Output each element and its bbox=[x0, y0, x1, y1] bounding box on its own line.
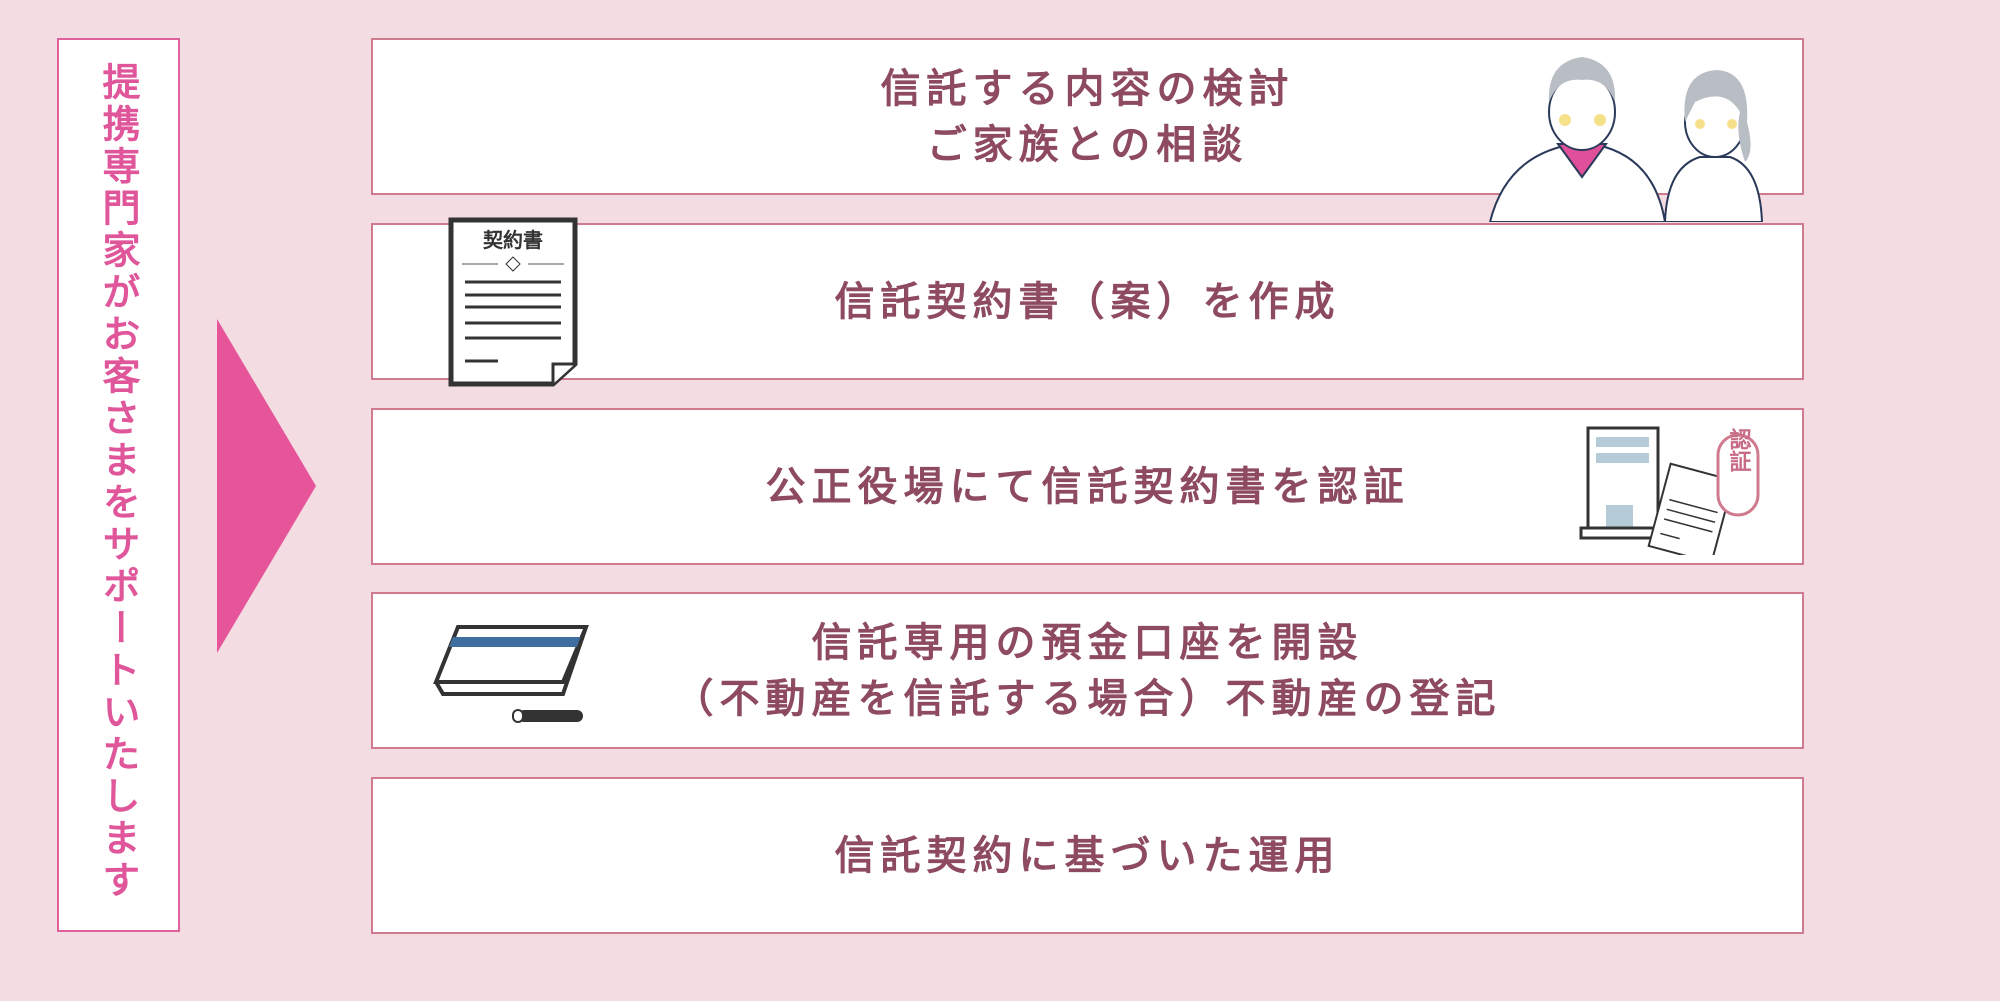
step-3: 公正役場にて信託契約書を認証 bbox=[371, 408, 1804, 565]
step-2-line-1: 信託契約書（案）を作成 bbox=[834, 278, 1341, 325]
step-1-line-1: 信託する内容の検討 bbox=[880, 65, 1295, 112]
step-1-line-2: ご家族との相談 bbox=[926, 121, 1249, 168]
step-5: 信託契約に基づいた運用 bbox=[371, 777, 1804, 934]
step-2: 信託契約書（案）を作成 bbox=[371, 223, 1804, 380]
elderly-couple-icon bbox=[1488, 57, 1764, 222]
stamp-text: 認証 bbox=[1726, 427, 1752, 472]
step-5-line-1: 信託契約に基づいた運用 bbox=[834, 832, 1341, 879]
bankbook-icon bbox=[433, 625, 590, 723]
arrow-right-icon bbox=[217, 319, 316, 653]
notary-office-icon: 認証 bbox=[1579, 426, 1760, 555]
support-banner-text: 提携専門家がお客さまをサポートいたします bbox=[96, 62, 140, 902]
contract-document-icon: 契約書 bbox=[448, 217, 578, 387]
step-4: 信託専用の預金口座を開設 （不動産を信託する場合）不動産の登記 bbox=[371, 592, 1804, 749]
step-3-line-1: 公正役場にて信託契約書を認証 bbox=[765, 463, 1410, 510]
support-banner: 提携専門家がお客さまをサポートいたします bbox=[57, 38, 180, 932]
contract-title: 契約書 bbox=[482, 228, 543, 252]
step-4-line-1: 信託専用の預金口座を開設 bbox=[811, 619, 1364, 666]
step-4-line-2: （不動産を信託する場合）不動産の登記 bbox=[673, 675, 1502, 722]
